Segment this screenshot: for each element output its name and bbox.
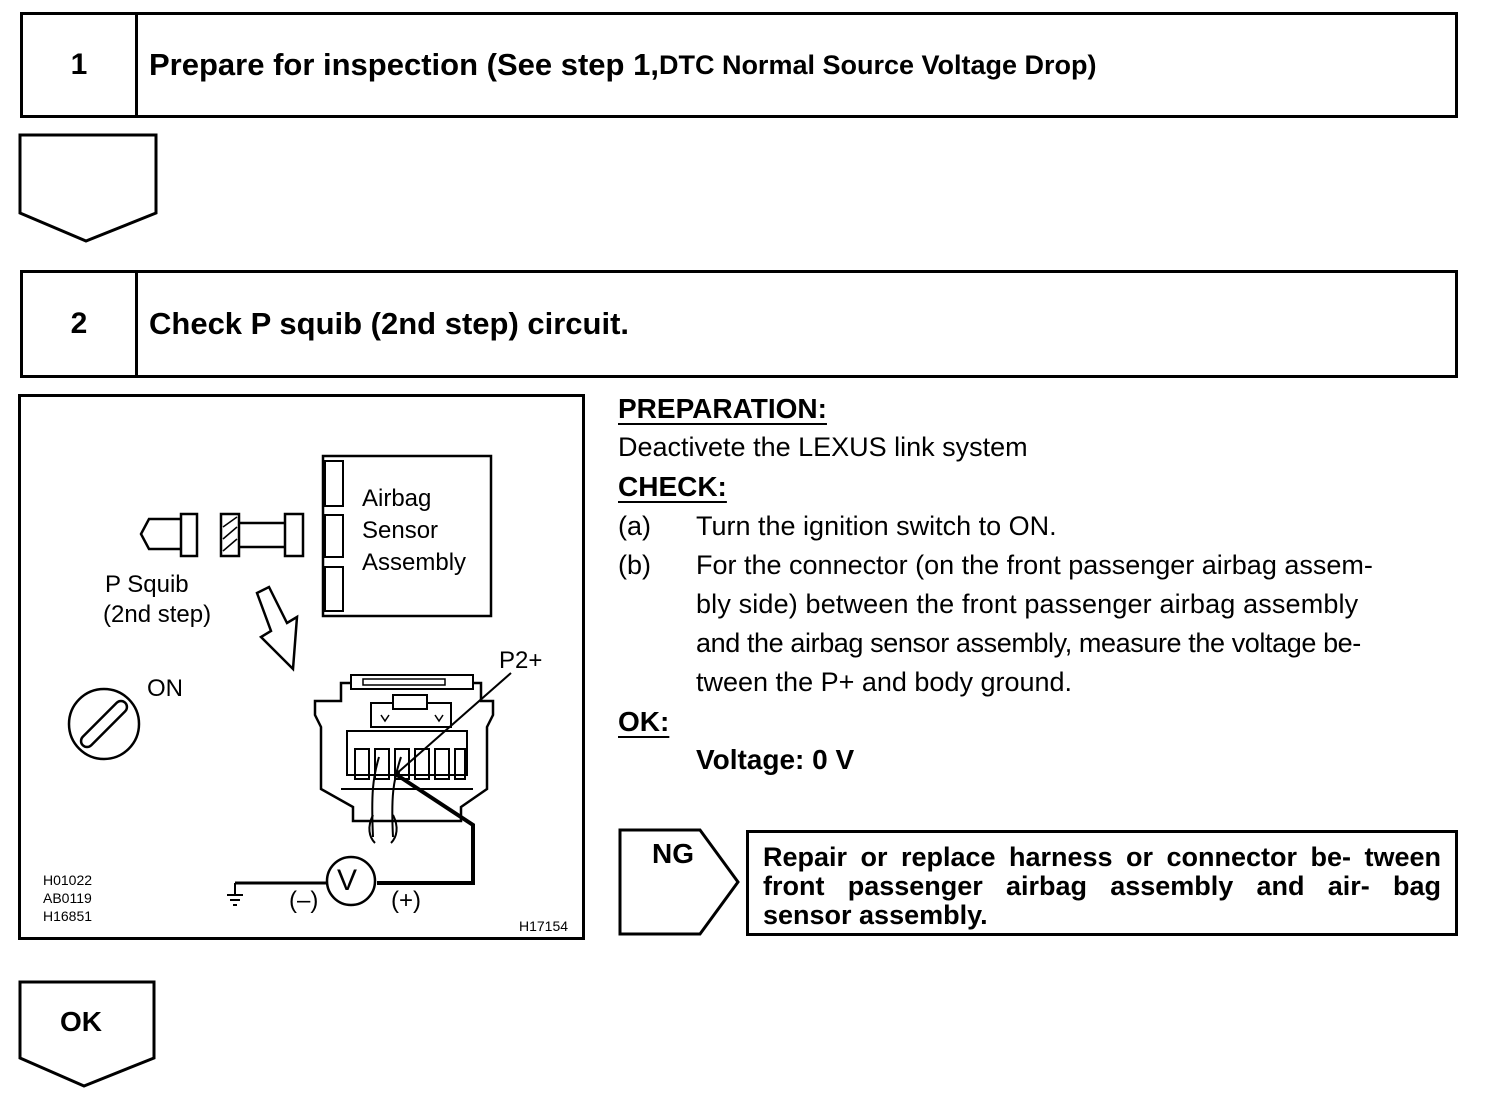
figure-code-3: H16851 [43, 908, 93, 924]
figure-id: H17154 [519, 918, 569, 934]
pin-label: P2+ [499, 647, 543, 674]
switch-label: ON [147, 675, 183, 702]
plus-label: (+) [391, 887, 421, 914]
wiring-diagram [67, 454, 512, 907]
ng-arrow [618, 828, 740, 936]
step-1-title: Prepare for inspection (See step 1, DTC … [149, 15, 1097, 115]
ok-flow-label: OK [60, 1006, 102, 1037]
squib-label-2: (2nd step) [103, 601, 212, 628]
step-1-number: 1 [23, 15, 138, 115]
step-2-box: 2 Check P squib (2nd step) circuit. [20, 270, 1458, 378]
preparation-heading: PREPARATION: [618, 393, 827, 424]
ok-heading: OK: [618, 706, 670, 737]
step-b-line-2: bly side) between the front passenger ai… [696, 589, 1359, 619]
figure-code-2: AB0119 [43, 890, 92, 906]
check-heading: CHECK: [618, 471, 727, 502]
ok-value: Voltage: 0 V [696, 744, 855, 775]
step-1-box: 1 Prepare for inspection (See step 1, DT… [20, 12, 1458, 118]
voltmeter-symbol: V [337, 864, 358, 897]
ok-flow-arrow [18, 980, 156, 1088]
step-b-line-3: and the airbag sensor assembly, measure … [696, 628, 1361, 658]
ng-label: NG [652, 838, 694, 869]
step-2-title: Check P squib (2nd step) circuit. [149, 306, 630, 341]
airbag-label-2: Sensor [362, 517, 439, 544]
step-b-line-1: For the connector (on the front passenge… [696, 550, 1373, 580]
squib-label-1: P Squib [105, 571, 189, 598]
step-b-marker: (b) [618, 550, 651, 580]
flow-arrow-1 [18, 133, 158, 243]
minus-label: (–) [289, 887, 319, 914]
airbag-label-1: Airbag [362, 485, 432, 512]
figure-code-1: H01022 [43, 872, 93, 888]
step-a-text: Turn the ignition switch to ON. [696, 511, 1057, 541]
preparation-text: Deactivete the LEXUS link system [618, 432, 1028, 462]
step-2-number: 2 [23, 273, 138, 375]
step-b-line-4: tween the P+ and body ground. [696, 667, 1073, 697]
ng-result-box: Repair or replace harness or connector b… [746, 830, 1458, 936]
step-1-title-main: Prepare for inspection (See step 1, [149, 47, 659, 82]
step-a-marker: (a) [618, 511, 651, 541]
wiring-figure: Airbag Sensor Assembly P Squib (2nd step… [18, 394, 585, 940]
airbag-label-3: Assembly [362, 549, 467, 576]
step-1-title-ref: DTC Normal Source Voltage Drop) [658, 49, 1097, 80]
